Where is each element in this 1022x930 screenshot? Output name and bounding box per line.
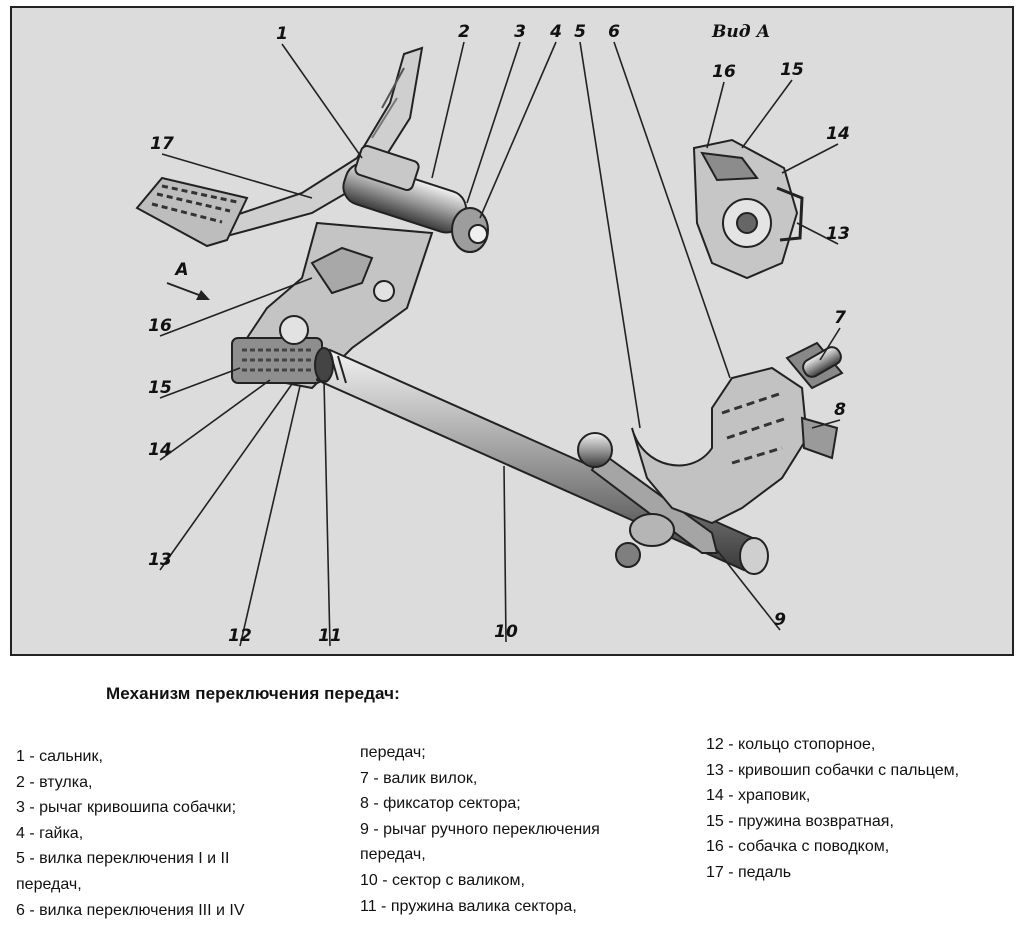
legend-line: передач;: [360, 744, 426, 761]
callout-9: 9: [774, 610, 786, 630]
leader-line-9: [716, 549, 781, 631]
callout-5: 5: [574, 22, 586, 42]
callout-16: 16: [148, 316, 172, 336]
leader-line-11: [323, 379, 331, 647]
callout-view-15: 15: [780, 60, 804, 80]
leader-line-15: [159, 367, 241, 399]
legend-line: 12 - кольцо стопорное,: [706, 736, 876, 753]
leader-line-view-14: [781, 143, 839, 174]
leader-line-12: [239, 385, 301, 647]
view-a-detail: [692, 138, 804, 280]
leader-line-view-16: [706, 81, 725, 149]
callout-view-16: 16: [712, 62, 736, 82]
leader-line-7: [819, 327, 841, 361]
leader-line-16: [159, 277, 313, 337]
leader-line-4: [479, 41, 557, 219]
leader-line-5: [579, 41, 641, 429]
callout-3: 3: [514, 22, 526, 42]
legend-line: 17 - педаль: [706, 863, 792, 881]
callout-8: 8: [834, 400, 846, 420]
legend-line: 14 - храповик,: [706, 787, 811, 805]
legend-line: 3 - рычаг кривошипа собачки;: [16, 799, 237, 817]
callout-15: 15: [148, 378, 172, 398]
leader-line-13: [159, 383, 293, 571]
legend-line: 6 - вилка переключения III и IV: [16, 901, 245, 919]
callout-17: 17: [150, 134, 174, 154]
legend-line: 10 - сектор с валиком,: [360, 871, 525, 889]
legend-line: 1 - сальник,: [16, 748, 103, 765]
pedal-pad: [135, 176, 249, 248]
legend-line: 9 - рычаг ручного переключения: [360, 820, 600, 838]
pedal-hub: [342, 145, 489, 253]
leader-line-17: [161, 153, 313, 199]
leader-line-1: [281, 43, 363, 159]
callout-7: 7: [834, 308, 846, 328]
callout-6: 6: [608, 22, 620, 42]
leader-line-14: [159, 379, 271, 461]
legend-line: 8 - фиксатор сектора;: [360, 795, 521, 813]
callout-14: 14: [148, 440, 172, 460]
view-a-label: Вид А: [712, 22, 771, 42]
caption-title: Механизм переключения передач:: [106, 684, 400, 703]
callout-1: 1: [276, 24, 288, 44]
legend-column-1: 1 - сальник, 2 - втулка, 3 - рычаг кривоши…: [16, 744, 245, 923]
callout-2: 2: [458, 22, 470, 42]
leader-line-10: [503, 465, 507, 643]
fork-sector: [615, 341, 844, 568]
legend-line: передач,: [16, 875, 82, 893]
callout-leaders: [159, 41, 841, 647]
leader-line-8: [811, 419, 841, 429]
callout-view-13: 13: [826, 224, 850, 244]
callout-10: 10: [494, 622, 518, 642]
legend-line: 7 - валик вилок,: [360, 769, 478, 787]
legend-column-3: 12 - кольцо стопорное, 13 - кривошип соба…: [706, 732, 959, 886]
ratchet-assembly: [231, 221, 434, 390]
callout-view-14: 14: [826, 124, 850, 144]
callout-11: 11: [318, 626, 342, 646]
callout-13: 13: [148, 550, 172, 570]
leader-line-view-13: [796, 222, 839, 245]
leader-line-2: [431, 41, 465, 179]
callout-12: 12: [228, 626, 252, 646]
mechanism-drawing: [135, 41, 844, 647]
callout-4: 4: [550, 22, 562, 42]
legend-line: 16 - собачка с поводком,: [706, 838, 890, 856]
legend-line: 13 - кривошип собачки с пальцем,: [706, 761, 960, 779]
leader-line-3: [466, 41, 521, 204]
legend-column-2: передач; 7 - валик вилок, 8 - фиксатор сек…: [360, 740, 600, 919]
legend-line: 11 - пружина валика сектора,: [360, 897, 577, 915]
legend-line: передач,: [360, 846, 426, 864]
leader-line-view-15: [741, 79, 793, 149]
legend-line: 2 - втулка,: [16, 773, 93, 791]
legend-line: 4 - гайка,: [16, 824, 84, 842]
leader-line-6: [613, 41, 731, 379]
direction-arrow: [166, 282, 210, 300]
arrow-a-label: A: [175, 260, 189, 280]
legend-line: 15 - пружина возвратная,: [706, 812, 894, 830]
legend-line: 5 - вилка переключения I и II: [16, 850, 230, 868]
hand-lever: [577, 432, 719, 554]
